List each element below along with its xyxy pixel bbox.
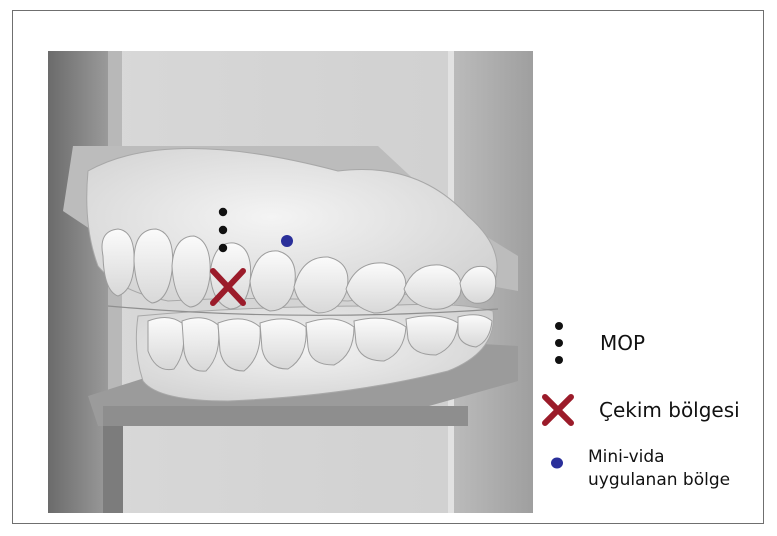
miniscrew-legend-label: Mini-vida uygulanan bölge bbox=[588, 446, 777, 492]
miniscrew-dot-on-model bbox=[281, 235, 293, 247]
miniscrew-legend-symbol bbox=[550, 457, 564, 469]
mop-dots-on-model bbox=[219, 208, 227, 252]
mop-dot bbox=[219, 244, 227, 252]
extraction-legend-symbol bbox=[540, 392, 576, 428]
miniscrew-legend-line2: uygulanan bölge bbox=[588, 469, 777, 492]
figure-frame: MOP Çekim bölgesi Mini-vida uygulanan bö… bbox=[12, 10, 764, 524]
miniscrew-legend-line1: Mini-vida bbox=[588, 446, 777, 469]
mop-legend-symbol bbox=[552, 321, 566, 367]
extraction-legend-label: Çekim bölgesi bbox=[599, 398, 740, 422]
mop-legend-label: MOP bbox=[600, 331, 645, 355]
dental-model-illustration bbox=[48, 51, 533, 513]
left-post bbox=[48, 51, 108, 513]
mop-dot bbox=[219, 226, 227, 234]
mop-dot bbox=[219, 208, 227, 216]
